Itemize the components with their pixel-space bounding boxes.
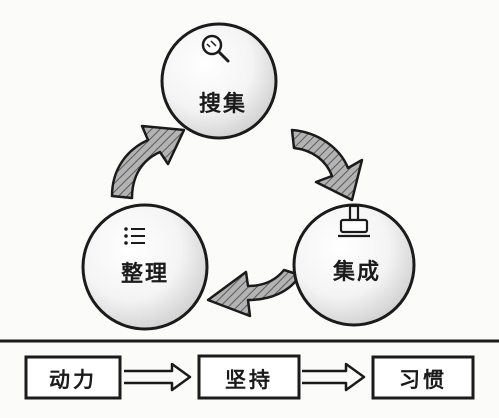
flow-arrow-2 bbox=[302, 362, 366, 392]
stamp-icon bbox=[338, 204, 370, 238]
arrow-left-to-top bbox=[110, 124, 186, 200]
node-integrate bbox=[292, 203, 416, 327]
step-label-persistence: 坚持 bbox=[225, 368, 273, 392]
list-icon bbox=[124, 227, 145, 245]
node-label-organize: 整理 bbox=[120, 262, 169, 287]
step-box-motivation bbox=[24, 355, 122, 400]
step-label-habit: 习惯 bbox=[399, 368, 447, 392]
flow-arrow-1 bbox=[124, 362, 192, 392]
node-collect bbox=[160, 22, 278, 140]
step-box-habit bbox=[371, 355, 475, 400]
node-label-collect: 搜集 bbox=[198, 92, 247, 117]
arrow-right-to-left bbox=[206, 268, 302, 318]
node-label-integrate: 集成 bbox=[332, 260, 381, 285]
node-organize bbox=[81, 203, 209, 331]
step-box-persistence bbox=[197, 354, 301, 400]
magnifier-icon bbox=[201, 34, 230, 63]
arrow-top-to-right bbox=[290, 128, 364, 202]
step-label-motivation: 动力 bbox=[49, 368, 97, 392]
